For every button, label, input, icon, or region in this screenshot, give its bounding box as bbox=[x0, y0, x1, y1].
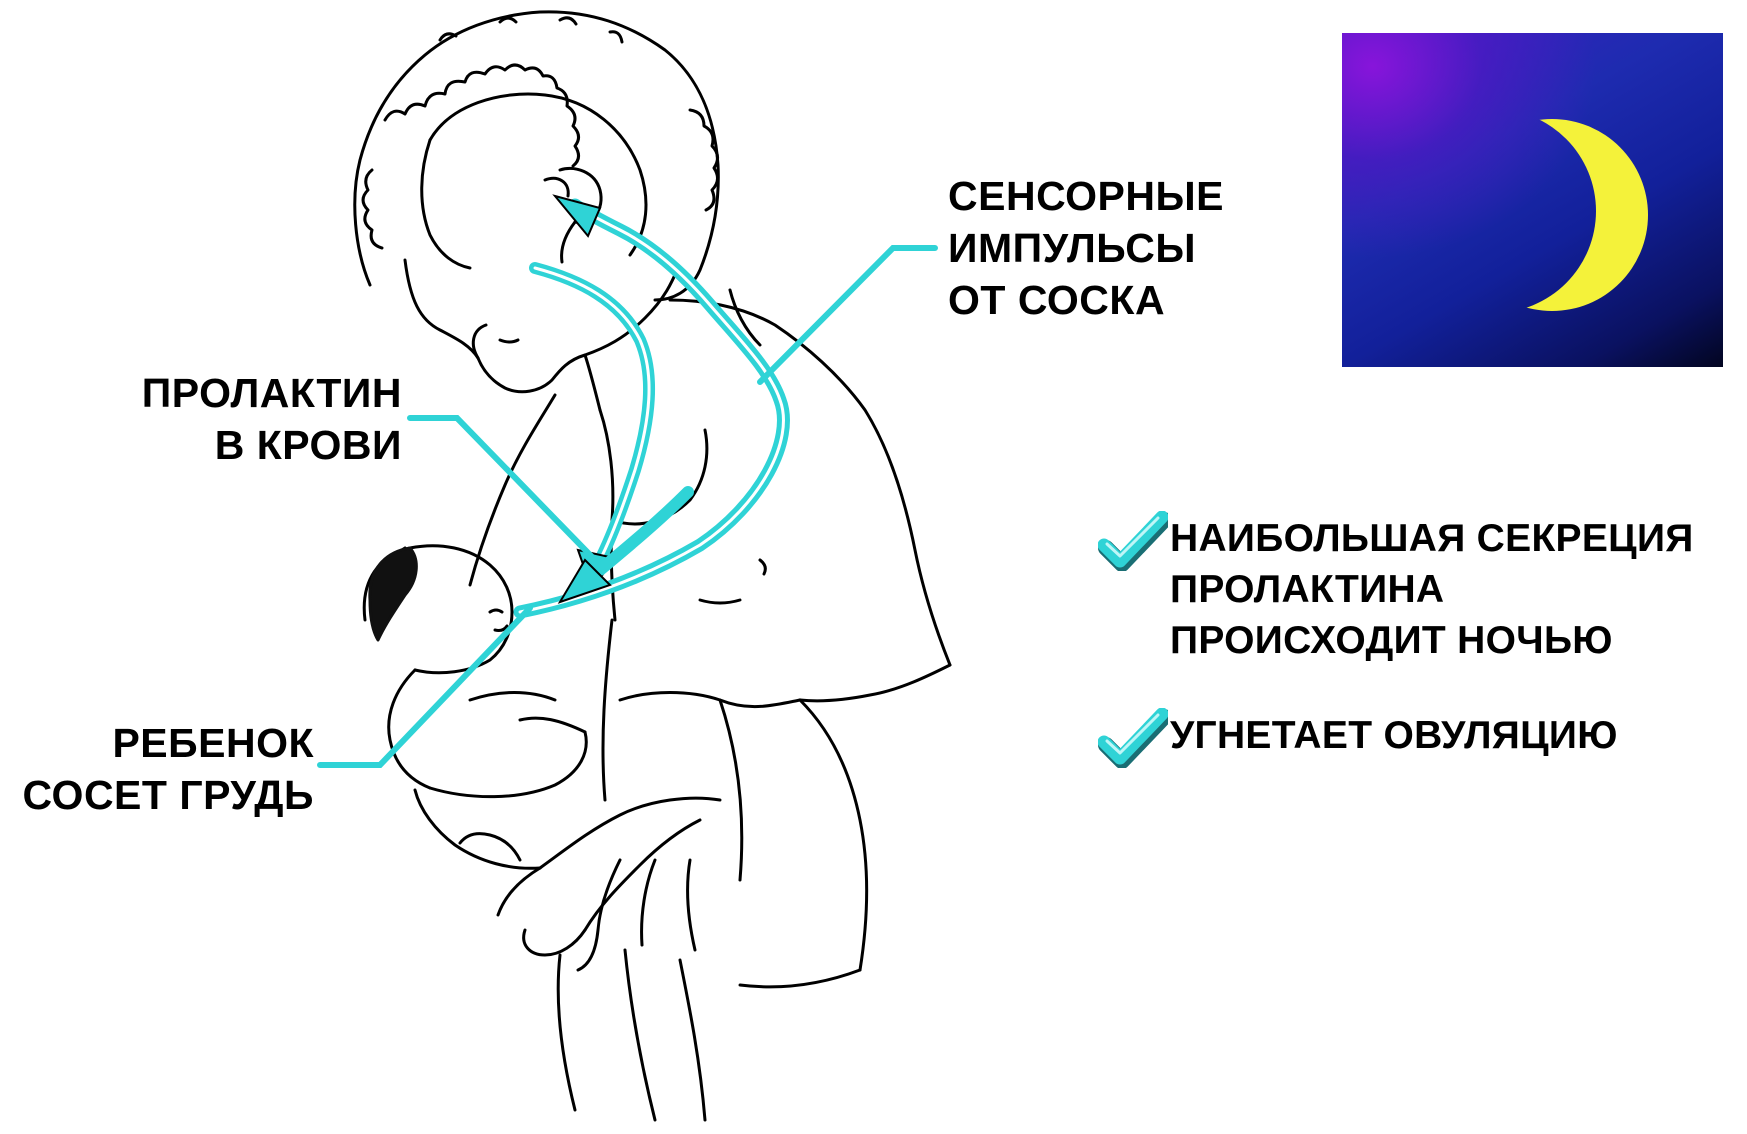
label-sensory-impulses: СЕНСОРНЫЕ ИМПУЛЬСЫ ОТ СОСКА bbox=[948, 170, 1224, 326]
label-baby-line-2: СОСЕТ ГРУДЬ bbox=[10, 769, 314, 821]
checkmark-icon bbox=[1098, 511, 1168, 571]
fact-2-line-1: УГНЕТАЕТ ОВУЛЯЦИЮ bbox=[1170, 710, 1618, 761]
label-sensory-line-1: СЕНСОРНЫЕ bbox=[948, 170, 1224, 222]
fact-1-line-3: ПРОИСХОДИТ НОЧЬЮ bbox=[1170, 615, 1694, 666]
mother-body bbox=[470, 290, 950, 987]
checkmark-icon bbox=[1098, 708, 1168, 768]
label-prolactin-line-1: ПРОЛАКТИН bbox=[100, 367, 402, 419]
fact-night-secretion: НАИБОЛЬШАЯ СЕКРЕЦИЯ ПРОЛАКТИНА ПРОИСХОДИ… bbox=[1098, 513, 1694, 666]
sensory-arrowhead bbox=[555, 196, 600, 236]
baby-hair bbox=[370, 548, 416, 640]
fact-inhibits-ovulation: УГНЕТАЕТ ОВУЛЯЦИЮ bbox=[1098, 710, 1618, 768]
label-baby-suckles: РЕБЕНОК СОСЕТ ГРУДЬ bbox=[10, 717, 314, 821]
label-sensory-line-2: ИМПУЛЬСЫ bbox=[948, 222, 1224, 274]
label-baby-line-1: РЕБЕНОК bbox=[10, 717, 314, 769]
night-sky-panel bbox=[1342, 33, 1723, 367]
fact-1-line-2: ПРОЛАКТИНА bbox=[1170, 564, 1694, 615]
leader-sensory bbox=[760, 248, 935, 382]
fact-1-line-1: НАИБОЛЬШАЯ СЕКРЕЦИЯ bbox=[1170, 513, 1694, 564]
crescent-moon-icon bbox=[1342, 33, 1723, 367]
neural-hormonal-pathway bbox=[520, 196, 783, 612]
label-sensory-line-3: ОТ СОСКА bbox=[948, 274, 1224, 326]
label-prolactin-line-2: В КРОВИ bbox=[100, 419, 402, 471]
mother-arms bbox=[415, 790, 720, 1120]
label-prolactin-in-blood: ПРОЛАКТИН В КРОВИ bbox=[100, 367, 402, 471]
